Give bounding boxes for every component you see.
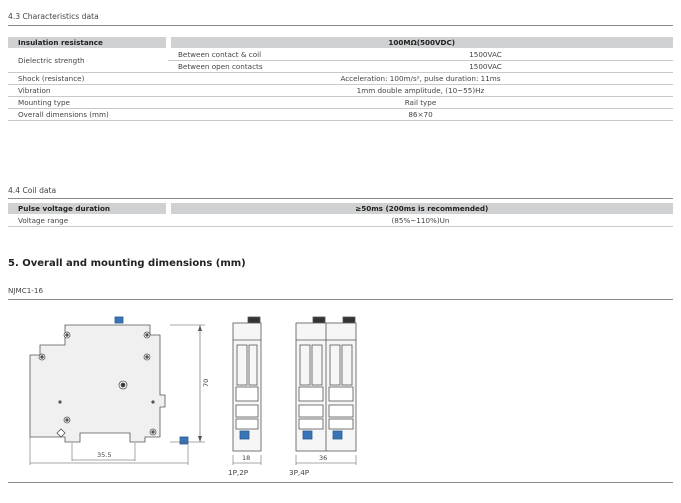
header-value: ≥50ms (200ms is recommended) [168,203,673,215]
side-view [29,316,205,465]
table-row: Overall dimensions (mm) 86×70 [8,108,673,121]
bottom-rule [8,482,673,483]
table-row: Between open contacts 1500VAC [8,60,673,73]
table-row: Voltage range (85%~110%)Un [8,214,673,227]
section-4-3-rule [8,25,673,26]
dim-pole-3p: 36 [319,454,327,462]
coil-table: Pulse voltage duration ≥50ms (200ms is r… [8,203,673,227]
caption-1p-2p: 1P,2P [228,468,249,477]
characteristics-table: Insulation resistance 100MΩ(500VDC) Diel… [8,37,673,121]
section-4-3-title: 4.3 Characteristics data [8,12,99,21]
front-view-1p [232,316,262,465]
header-label: Insulation resistance [8,37,171,49]
row-value: Rail type [168,96,673,109]
row-value: Acceleration: 100m/s², pulse duration: 1… [168,72,673,85]
row-label: Shock (resistance) [8,72,168,85]
header-value: 100MΩ(500VDC) [168,37,673,49]
table-row: Dielectric strength Between contact & co… [8,48,673,73]
section-5-title: 5. Overall and mounting dimensions (mm) [8,258,246,269]
row-value: (85%~110%)Un [168,214,673,227]
front-view-3p [295,316,357,465]
table-row: Shock (resistance) Acceleration: 100m/s²… [8,72,673,85]
dielectric-sub: Between open contacts [168,60,298,73]
header-label: Pulse voltage duration [8,203,171,215]
row-label: Voltage range [8,214,168,227]
dielectric-sub: Between contact & coil [168,48,298,61]
model-label: NJMC1-16 [8,286,44,295]
dim-rail: 35.5 [97,451,111,459]
dim-height: 70 [202,379,210,387]
dielectric-value: 1500VAC [298,60,673,73]
section-5-rule [8,299,673,300]
table-header-row: Insulation resistance 100MΩ(500VDC) [8,37,673,49]
row-label: Overall dimensions (mm) [8,108,168,121]
row-label: Vibration [8,84,168,97]
row-value: 86×70 [168,108,673,121]
caption-3p-4p: 3P,4P [289,468,310,477]
dim-pole-1p: 18 [242,454,250,462]
section-4-4-rule [8,198,673,199]
dielectric-label: Dielectric strength [8,48,168,73]
table-header-row: Pulse voltage duration ≥50ms (200ms is r… [8,203,673,215]
table-row: Vibration 1mm double amplitude, (10~55)H… [8,84,673,97]
row-value: 1mm double amplitude, (10~55)Hz [168,84,673,97]
dielectric-value: 1500VAC [298,48,673,61]
dimension-drawing: 70 35.5 86 18 36 [29,316,357,465]
table-row: Mounting type Rail type [8,96,673,109]
section-4-4-title: 4.4 Coil data [8,186,57,195]
row-label: Mounting type [8,96,168,109]
